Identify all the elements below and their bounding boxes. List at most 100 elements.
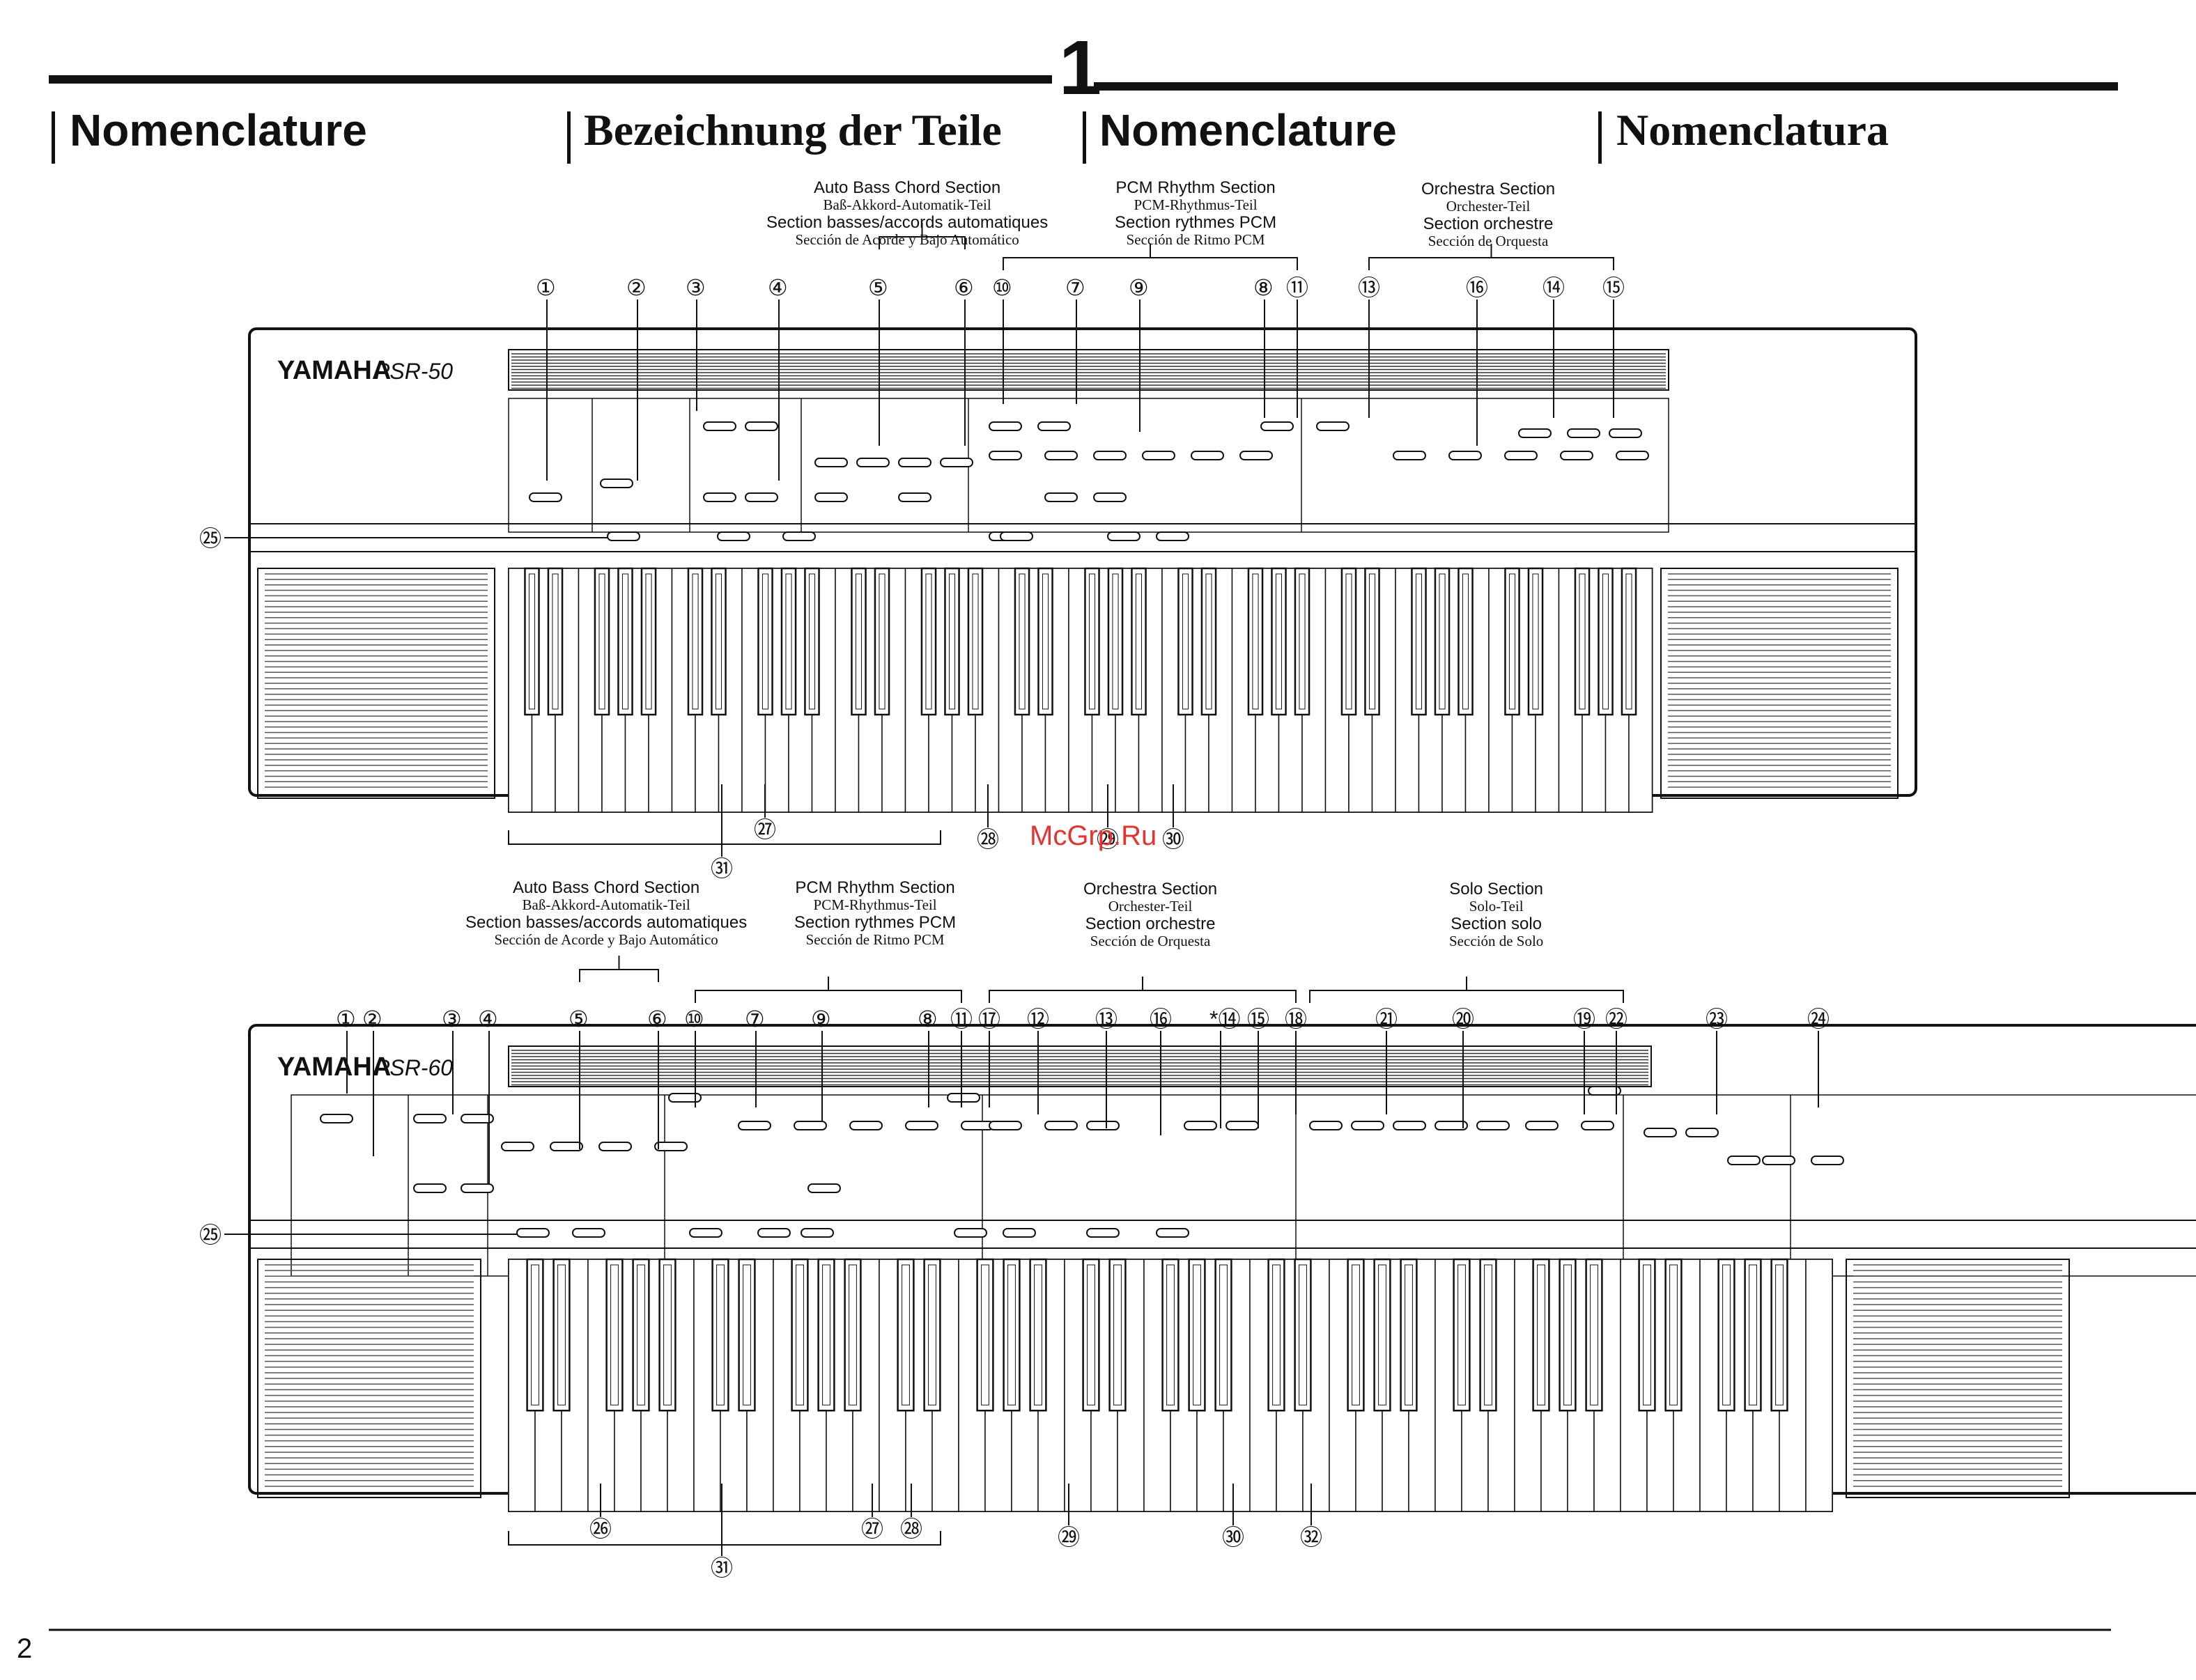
black-key xyxy=(1621,567,1637,716)
black-key-inner xyxy=(1669,1264,1678,1406)
panel-button xyxy=(989,1121,1022,1130)
panel-button xyxy=(1616,451,1649,460)
black-key xyxy=(920,567,937,716)
callout-number: ⑤ xyxy=(868,275,888,300)
callout-number: ② xyxy=(362,1006,382,1032)
page-number: 2 xyxy=(17,1633,33,1664)
black-key xyxy=(594,567,610,716)
callout-number: ㉕ xyxy=(199,1222,222,1247)
black-key-inner xyxy=(972,573,979,710)
black-key xyxy=(547,567,564,716)
panel-button xyxy=(1685,1128,1719,1137)
black-key xyxy=(1527,567,1544,716)
black-key xyxy=(1373,1258,1391,1412)
black-key-inner xyxy=(1563,1264,1572,1406)
black-key xyxy=(1037,567,1053,716)
panel-button xyxy=(1393,451,1426,460)
black-key-inner xyxy=(879,573,886,710)
panel-button xyxy=(947,1093,980,1103)
black-key-inner xyxy=(1625,573,1632,710)
panel-button xyxy=(654,1142,688,1151)
callout-number: ⑰ xyxy=(978,1006,1000,1032)
black-key-inner xyxy=(1272,1264,1281,1406)
panel-button xyxy=(320,1114,353,1123)
panel-button xyxy=(794,1121,827,1130)
black-key-inner xyxy=(1775,1264,1784,1406)
speaker-grille xyxy=(1846,1259,2070,1498)
panel-button xyxy=(814,458,848,467)
black-key-inner xyxy=(1087,1264,1095,1406)
callout-number: ⑫ xyxy=(1027,1006,1049,1032)
bottom-abc-section-label: Auto Bass Chord Section Baß-Akkord-Autom… xyxy=(465,878,748,948)
callout-number: ㉑ xyxy=(1375,1006,1398,1032)
black-key-inner xyxy=(1034,1264,1042,1406)
black-key xyxy=(851,567,867,716)
black-key xyxy=(1744,1258,1762,1412)
panel-button xyxy=(413,1114,447,1123)
callout-number: ㉜ xyxy=(1300,1525,1322,1550)
callout-number: ㉓ xyxy=(1706,1006,1728,1032)
watermark: McGrp.Ru xyxy=(1030,820,1157,851)
callout-number: ⑭ xyxy=(1542,275,1565,300)
black-key-inner xyxy=(1345,573,1352,710)
panel-button xyxy=(1093,451,1127,460)
section-bracket xyxy=(989,990,1297,1003)
callout-number: ② xyxy=(626,275,647,300)
black-key xyxy=(1108,1258,1127,1412)
black-key-inner xyxy=(1166,1264,1175,1406)
bottom-orch-section-label: Orchestra Section Orchester-Teil Section… xyxy=(1083,880,1218,949)
black-key xyxy=(1434,567,1451,716)
black-key xyxy=(804,567,820,716)
black-key xyxy=(817,1258,835,1412)
black-key-inner xyxy=(1088,573,1096,710)
panel-button xyxy=(1727,1156,1761,1165)
top-orch-section-label: Orchestra Section Orchester-Teil Section… xyxy=(1421,180,1556,249)
panel-button xyxy=(1184,1121,1217,1130)
panel-button xyxy=(501,1142,534,1151)
callout-number: ① xyxy=(536,275,556,300)
black-key-inner xyxy=(637,1264,645,1406)
panel-button xyxy=(1044,492,1078,502)
black-key xyxy=(1107,567,1124,716)
panel-button xyxy=(1435,1121,1468,1130)
black-key xyxy=(605,1258,624,1412)
black-key-inner xyxy=(1579,573,1586,710)
black-key-inner xyxy=(528,573,536,710)
black-key xyxy=(1717,1258,1735,1412)
black-key-inner xyxy=(1205,573,1212,710)
black-key xyxy=(1453,1258,1471,1412)
black-key xyxy=(1294,567,1310,716)
black-key xyxy=(524,567,540,716)
callout-number: ⑮ xyxy=(1247,1006,1269,1032)
panel-button xyxy=(1588,1086,1621,1096)
black-key-inner xyxy=(1439,573,1446,710)
panel-button xyxy=(1093,492,1127,502)
black-key xyxy=(1664,1258,1683,1412)
black-key xyxy=(944,567,960,716)
panel-button xyxy=(1504,451,1538,460)
black-key-inner xyxy=(663,1264,672,1406)
callout-number: ⑮ xyxy=(1602,275,1625,300)
black-key xyxy=(844,1258,862,1412)
black-key-inner xyxy=(645,573,652,710)
black-key xyxy=(552,1258,571,1412)
black-key-inner xyxy=(1299,1264,1307,1406)
black-key xyxy=(1177,567,1193,716)
callout-number: ⑩ xyxy=(992,275,1012,300)
black-key-inner xyxy=(1602,573,1609,710)
black-key-inner xyxy=(1252,573,1259,710)
black-key-inner xyxy=(1643,1264,1651,1406)
black-key xyxy=(1200,567,1217,716)
callout-number: ㉘ xyxy=(900,1516,922,1541)
black-key-inner xyxy=(1135,573,1143,710)
black-key xyxy=(923,1258,941,1412)
heading-divider xyxy=(1598,111,1602,164)
panel-button xyxy=(1762,1156,1795,1165)
black-key-inner xyxy=(1019,573,1026,710)
panel-button xyxy=(1037,421,1071,431)
callout-number: ⑱ xyxy=(1285,1006,1307,1032)
black-key-inner xyxy=(1193,1264,1201,1406)
front-button xyxy=(689,1228,722,1238)
range-bracket xyxy=(508,1531,941,1546)
